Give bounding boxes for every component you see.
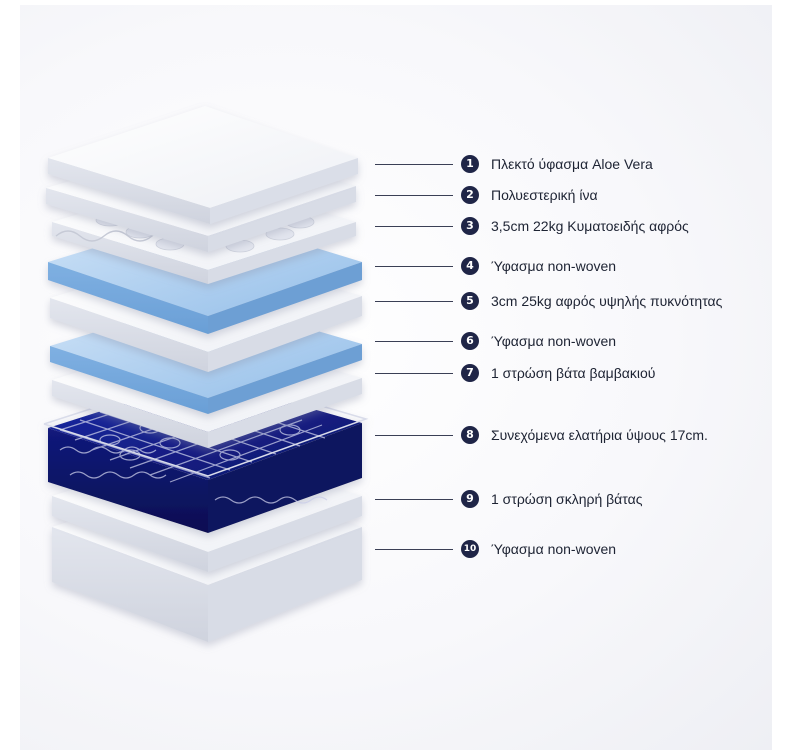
leader-line-3 xyxy=(375,226,453,227)
layer-number-badge-9: 9 xyxy=(461,490,479,508)
layer-label-6: Ύφασμα non-woven xyxy=(491,333,617,349)
layer-number-badge-3: 3 xyxy=(461,217,479,235)
leader-line-4 xyxy=(375,266,453,267)
leader-line-2 xyxy=(375,195,453,196)
layer-number-badge-5: 5 xyxy=(461,292,479,310)
leader-line-6 xyxy=(375,341,453,342)
layer-number-badge-4: 4 xyxy=(461,257,479,275)
leader-line-8 xyxy=(375,435,453,436)
layer-number-badge-1: 1 xyxy=(461,155,479,173)
layer-label-8: Συνεχόμενα ελατήρια ύψους 17cm. xyxy=(491,427,708,443)
layer-label-2: Πολυεστερική ίνα xyxy=(491,187,598,203)
layer-number-badge-6: 6 xyxy=(461,332,479,350)
leader-line-5 xyxy=(375,301,453,302)
layer-number-badge-8: 8 xyxy=(461,426,479,444)
layer-label-4: Ύφασμα non-woven xyxy=(491,258,617,274)
layer-label-1: Πλεκτό ύφασμα Aloe Vera xyxy=(491,156,653,172)
layer-number-badge-7: 7 xyxy=(461,364,479,382)
layer-1-aloe-vera-fabric xyxy=(48,106,358,224)
layer-label-9: 1 στρώση σκληρή βάτας xyxy=(491,491,643,507)
leader-line-7 xyxy=(375,373,453,374)
layer-number-badge-10: 10 xyxy=(461,540,479,558)
layer-number-badge-2: 2 xyxy=(461,186,479,204)
leader-line-10 xyxy=(375,549,453,550)
layer-label-3: 3,5cm 22kg Κυματοειδής αφρός xyxy=(491,218,689,234)
layer-label-5: 3cm 25kg αφρός υψηλής πυκνότητας xyxy=(491,293,723,309)
layer-label-10: Ύφασμα non-woven xyxy=(491,541,617,557)
layer-label-7: 1 στρώση βάτα βαμβακιού xyxy=(491,365,656,381)
leader-line-1 xyxy=(375,164,453,165)
leader-line-9 xyxy=(375,499,453,500)
